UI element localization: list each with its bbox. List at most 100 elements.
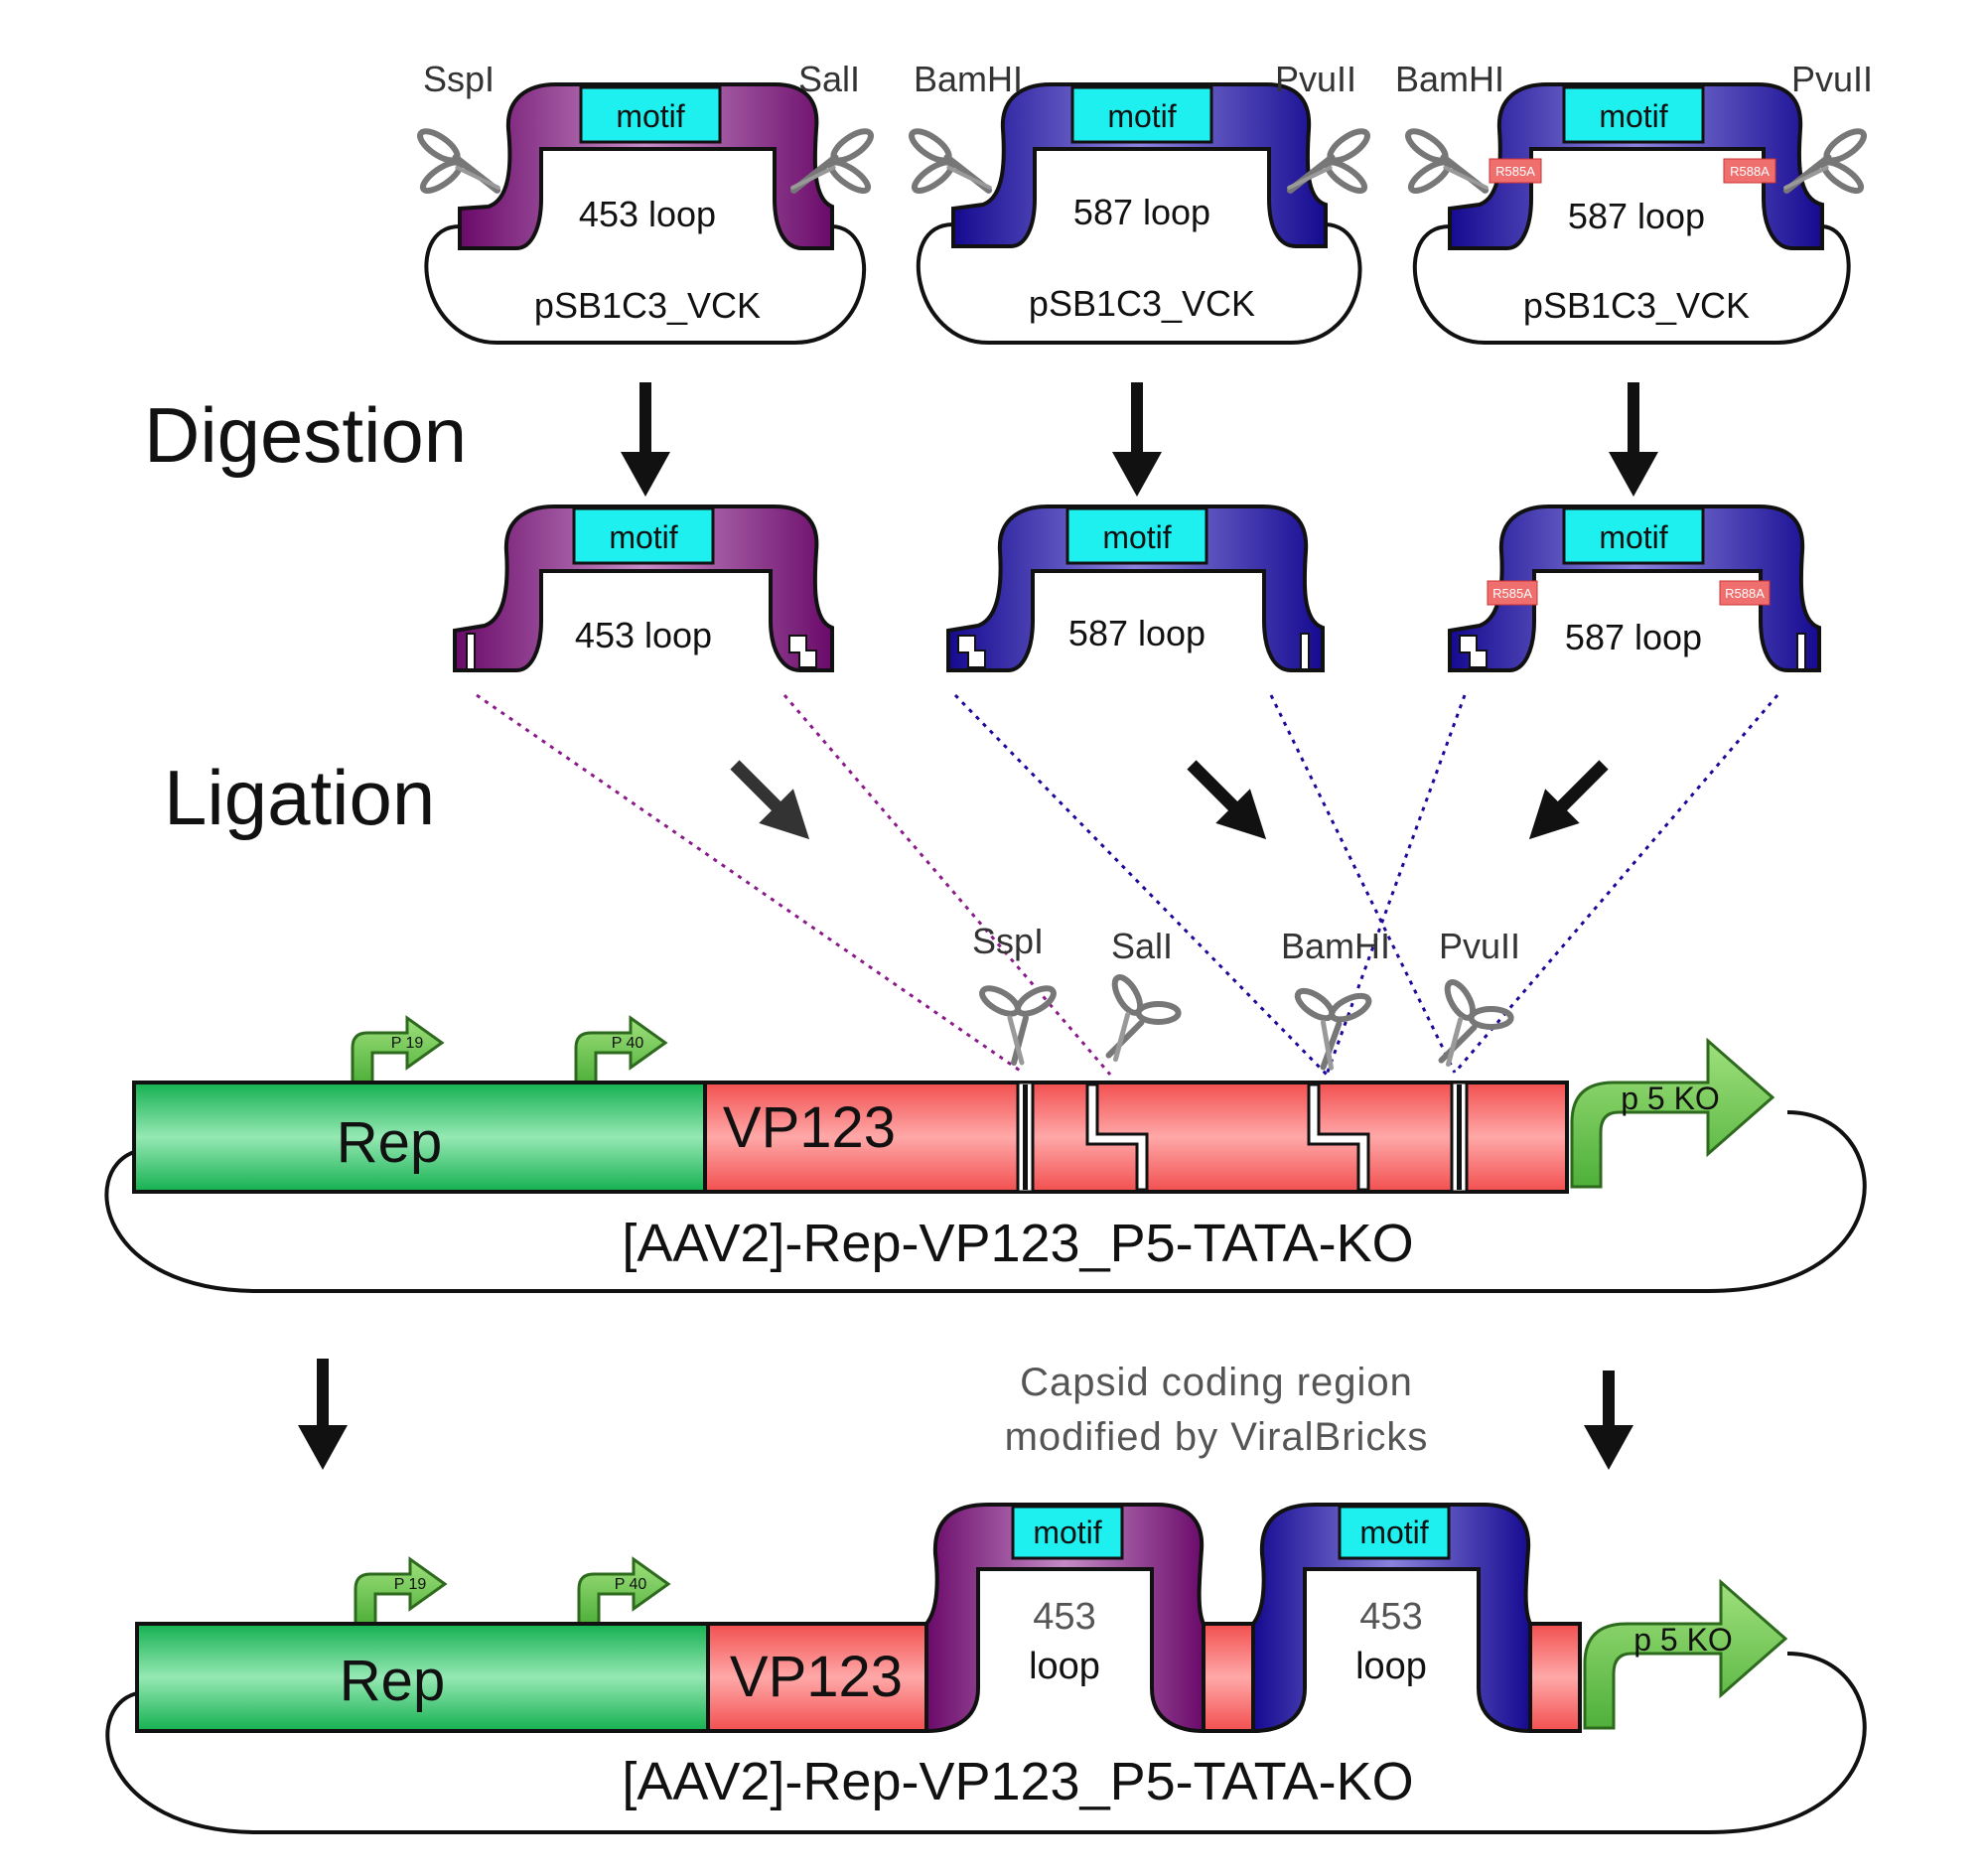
scissors-icon	[909, 128, 993, 194]
enzyme-label-bamhi: BamHI	[1395, 59, 1504, 99]
ligation-arrows	[730, 760, 1609, 840]
promoter-p19-arrow: P 19	[354, 1556, 448, 1626]
digested-insert-453: motif 453 loop	[453, 505, 834, 672]
mutation-box-r588a	[1723, 158, 1776, 184]
motif-box	[1011, 1505, 1124, 1560]
backbone-label: pSB1C3_VCK	[534, 285, 761, 326]
ligation-guide-lines	[476, 693, 1779, 1077]
promoter-p5ko-arrow: p 5 KO	[1583, 1578, 1788, 1730]
plasmid-backbone-outline	[105, 1652, 1867, 1834]
insert-587-loop-mutant	[1448, 82, 1824, 250]
enzyme-label-pvuii: PvuII	[1275, 59, 1356, 99]
restriction-site-sali	[1085, 1082, 1149, 1192]
arrow-down-icon	[621, 452, 670, 497]
arrow-down-icon	[1584, 1425, 1633, 1470]
loop-label: 587 loop	[1073, 192, 1210, 232]
inserted-453-loop	[924, 1503, 1206, 1734]
arrow-down-icon	[1112, 452, 1162, 497]
plasmid-name-label: [AAV2]-Rep-VP123_P5-TATA-KO	[622, 1214, 1413, 1273]
scissors-icon	[1294, 987, 1372, 1071]
insert-587-loop	[951, 82, 1328, 248]
mutation-label-r588a: R588A	[1730, 164, 1770, 179]
vp123-label: VP123	[723, 1095, 896, 1160]
vp123-spacer	[1202, 1622, 1255, 1733]
digestion-label: Digestion	[144, 391, 467, 479]
rep-label: Rep	[340, 1649, 445, 1713]
rep-gene	[135, 1622, 710, 1733]
mutation-label-r585a: R585A	[1492, 586, 1532, 601]
mutation-label-r585a: R585A	[1495, 164, 1535, 179]
plasmid-backbone-outline	[104, 1110, 1867, 1293]
promoter-p5ko-arrow: p 5 KO	[1570, 1037, 1775, 1189]
loop-label: 587 loop	[1565, 617, 1702, 657]
motif-box	[1070, 85, 1213, 144]
loop-number-label: 453	[1359, 1596, 1422, 1638]
ligation-label: Ligation	[164, 754, 435, 841]
scissors-icon	[979, 985, 1057, 1066]
insert-453-loop	[458, 82, 834, 250]
loop-label: 453 loop	[575, 615, 712, 655]
arrow-diagonal-icon	[1528, 789, 1580, 840]
enzyme-label-bamhi: BamHI	[914, 59, 1023, 99]
plasmid-backbone-outline	[424, 224, 866, 345]
final-plasmid: P 19 P 40 Rep VP123 motif 453 loop motif…	[105, 1503, 1867, 1834]
digested-insert-587: motif 587 loop	[946, 505, 1325, 672]
vp123-label: VP123	[730, 1645, 903, 1709]
loop-label: 587 loop	[1568, 196, 1705, 236]
loop-word-label: loop	[1355, 1646, 1427, 1687]
arrow-diagonal-icon	[759, 789, 810, 840]
backbone-label: pSB1C3_VCK	[1029, 283, 1255, 324]
motif-label: motif	[1033, 1515, 1101, 1550]
loop-label: 587 loop	[1068, 613, 1206, 653]
scissors-icon	[1438, 979, 1514, 1068]
rep-gene	[132, 1081, 707, 1194]
promoter-p40-arrow: P 40	[574, 1015, 668, 1084]
loop-word-label: loop	[1029, 1646, 1100, 1687]
scissors-icon	[1782, 128, 1867, 194]
motif-label: motif	[1599, 519, 1667, 555]
source-plasmid-587: motif 587 loop pSB1C3_VCK BamHI PvuII	[909, 59, 1370, 345]
arrow-down-icon	[298, 1425, 348, 1470]
arrow-diagonal-icon	[1215, 789, 1267, 840]
promoter-p40-label: P 40	[615, 1576, 647, 1593]
motif-box	[572, 506, 715, 565]
scissors-icon	[1286, 128, 1370, 194]
enzyme-label-bamhi: BamHI	[1281, 926, 1390, 966]
motif-label: motif	[1107, 98, 1176, 134]
scissors-icon	[417, 128, 501, 194]
motif-box	[579, 85, 722, 144]
enzyme-label-sspi: SspI	[972, 921, 1044, 961]
motif-box	[1562, 506, 1705, 565]
enzyme-label-pvuii: PvuII	[1439, 926, 1520, 966]
source-plasmid-587-mutant: motif R585A R588A 587 loop pSB1C3_VCK Ba…	[1395, 59, 1873, 345]
motif-label: motif	[1359, 1515, 1428, 1550]
restriction-site-pvuii	[1450, 1081, 1469, 1194]
motif-box	[1562, 85, 1705, 144]
enzyme-label-sali: SalI	[1111, 926, 1173, 966]
source-plasmid-453: motif 453 loop pSB1C3_VCK SspI SalI	[417, 59, 874, 345]
motif-label: motif	[1599, 98, 1667, 134]
arrow-down-icon	[1609, 452, 1658, 497]
mutation-box-r588a	[1719, 580, 1771, 606]
enzyme-label-sali: SalI	[798, 59, 860, 99]
vp123-spacer	[1528, 1622, 1582, 1733]
motif-box	[1338, 1505, 1451, 1560]
enzyme-label-pvuii: PvuII	[1791, 59, 1873, 99]
plasmid-backbone-outline	[1412, 224, 1851, 345]
restriction-site-sspi	[1016, 1081, 1035, 1194]
vp123-gene	[706, 1622, 928, 1733]
loop-number-label: 453	[1033, 1596, 1095, 1638]
promoter-p5ko-label: p 5 KO	[1633, 1622, 1733, 1658]
backbone-label: pSB1C3_VCK	[1523, 285, 1750, 326]
scissors-icon	[789, 128, 874, 194]
enzyme-label-sspi: SspI	[423, 59, 495, 99]
restriction-site-bamhi	[1307, 1082, 1370, 1192]
caption-line-2: modified by ViralBricks	[1005, 1415, 1429, 1459]
digestion-arrows	[621, 382, 1658, 497]
motif-label: motif	[1102, 519, 1171, 555]
plasmid-backbone-outline	[916, 222, 1362, 345]
motif-box	[1065, 506, 1208, 565]
target-plasmid: SspI SalI BamHI PvuII	[104, 921, 1867, 1293]
scissors-icon	[1405, 128, 1490, 194]
